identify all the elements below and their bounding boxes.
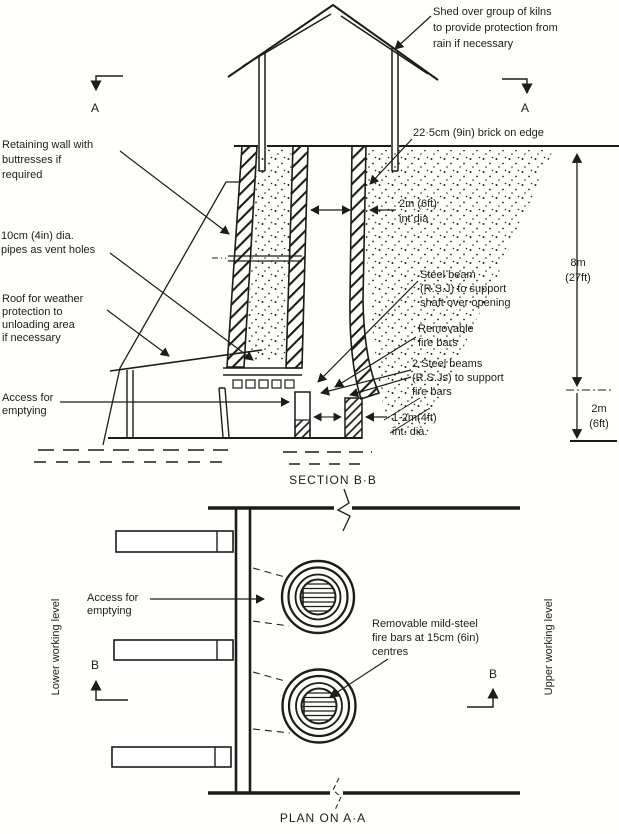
plan-kiln-lower (281, 668, 357, 744)
label-shed-3: rain if necessary (433, 38, 514, 50)
label-firebars-plan-2: fire bars at 15cm (6in) (372, 632, 479, 644)
leader-retaining-wall (119, 150, 230, 235)
leader-steel-beams2-a (320, 369, 412, 396)
section-labels: Shed over group of kilns to provide prot… (1, 6, 609, 487)
label-removable-1: Removable (418, 323, 474, 335)
leader-steel-beams2-b (349, 376, 412, 398)
label-dim-8m-1: 8m (570, 257, 585, 269)
plan-title: PLAN ON A·A (280, 811, 366, 825)
label-access-plan-2: emptying (87, 605, 132, 617)
break-symbol-bottom (332, 777, 342, 811)
section-marker-b-right: B (467, 667, 499, 708)
leader-brick (369, 138, 413, 185)
label-int-dia-bottom-1: 1·2m(4ft) (392, 412, 437, 424)
leader-arrows (60, 15, 432, 407)
leader-vent-pipes (109, 252, 254, 361)
label-pipes-1: 10cm (4in) dia. (1, 230, 74, 242)
label-roof-4: if necessary (2, 332, 61, 344)
label-access-plan-1: Access for (87, 592, 139, 604)
steel-beam-band (223, 367, 302, 376)
leader-firebars-plan (329, 658, 389, 698)
plan-dashed-leaders (252, 567, 291, 734)
plan-wall (234, 508, 252, 793)
plan-buttresses (111, 530, 234, 768)
label-access-section-1: Access for (2, 392, 54, 404)
break-symbol-top (336, 488, 351, 532)
fire-bars-upper (300, 583, 336, 612)
bank-slope-ticks (383, 397, 431, 434)
label-int-dia-top-2: int dia (399, 213, 429, 225)
label-int-dia-bottom-2: int. dia. (392, 426, 427, 438)
label-roof-1: Roof for weather (2, 293, 84, 305)
leader-roof (106, 309, 170, 357)
section-marker-a-right: A (502, 78, 533, 115)
label-steel-beams2-1: 2 Steel beams (412, 358, 483, 370)
fire-bars-lower (301, 692, 337, 721)
retaining-wall (102, 145, 258, 446)
label-steel-beam-2: (R.S.J) to support (420, 283, 506, 295)
label-steel-beam-3: shaft over opening (420, 297, 511, 309)
label-pipes-2: pipes as vent holes (1, 244, 96, 256)
label-steel-beam-1: Steel beam (420, 269, 476, 281)
label-shed-1: Shed over group of kilns (433, 6, 552, 18)
plan-boundaries (208, 488, 520, 811)
leader-shed (394, 15, 432, 50)
label-dim-2m-2: (6ft) (589, 418, 609, 430)
vent-pipe (212, 255, 302, 262)
marker-a-right-label: A (521, 101, 529, 115)
label-retaining-3: required (2, 169, 42, 181)
label-int-dia-top-1: 2m (6ft) (399, 198, 437, 210)
label-roof-2: protection to (2, 306, 63, 318)
label-access-section-2: emptying (2, 405, 47, 417)
section-marker-b-left: B (90, 658, 128, 701)
kiln-wall-right (349, 145, 381, 401)
label-retaining-2: buttresses if (2, 154, 62, 166)
leader-steel-beam (317, 280, 419, 383)
dimension-lines (310, 152, 614, 440)
marker-a-left-label: A (91, 101, 99, 115)
label-steel-beams2-3: fire bars (412, 386, 452, 398)
marker-b-right-label: B (489, 667, 497, 681)
label-firebars-plan-3: centres (372, 646, 409, 658)
label-dim-2m-1: 2m (591, 403, 606, 415)
label-roof-3: unloading area (2, 319, 76, 331)
lean-to-shelter (108, 349, 617, 442)
throat-and-chamber (223, 367, 363, 439)
label-lower-working-level: Lower working level (50, 599, 62, 696)
section-marker-a-left: A (90, 75, 123, 115)
plan-view: B B Access for emptying Removable mild-s… (50, 488, 555, 825)
section-view: A A Shed over group of kilns to provide … (1, 3, 619, 487)
fire-bars-section (232, 379, 295, 389)
leader-removable-bars (334, 336, 417, 388)
label-removable-2: fire bars (418, 337, 458, 349)
label-shed-2: to provide protection from (433, 22, 558, 34)
label-retaining-1: Retaining wall with (2, 139, 93, 151)
plan-arrows (150, 594, 389, 698)
foundations (34, 449, 372, 465)
lean-to-post-left (126, 370, 134, 437)
label-brick: 22·5cm (9in) brick on edge (413, 127, 544, 139)
kiln-shaft-walls (285, 145, 381, 401)
lean-to-post-mid (218, 387, 230, 438)
section-title: SECTION B·B (289, 473, 377, 487)
earth-fill (246, 147, 553, 435)
plan-labels: Access for emptying Removable mild-steel… (50, 592, 555, 825)
label-upper-working-level: Upper working level (543, 599, 555, 696)
chamber-pillar-right (344, 397, 363, 439)
label-firebars-plan-1: Removable mild-steel (372, 618, 478, 630)
label-dim-8m-2: (27ft) (565, 272, 591, 284)
plan-kiln-upper (280, 559, 356, 635)
marker-b-left-label: B (91, 658, 99, 672)
buttress-profile (102, 181, 241, 446)
label-steel-beams2-2: (R.S.Js) to support (412, 372, 504, 384)
